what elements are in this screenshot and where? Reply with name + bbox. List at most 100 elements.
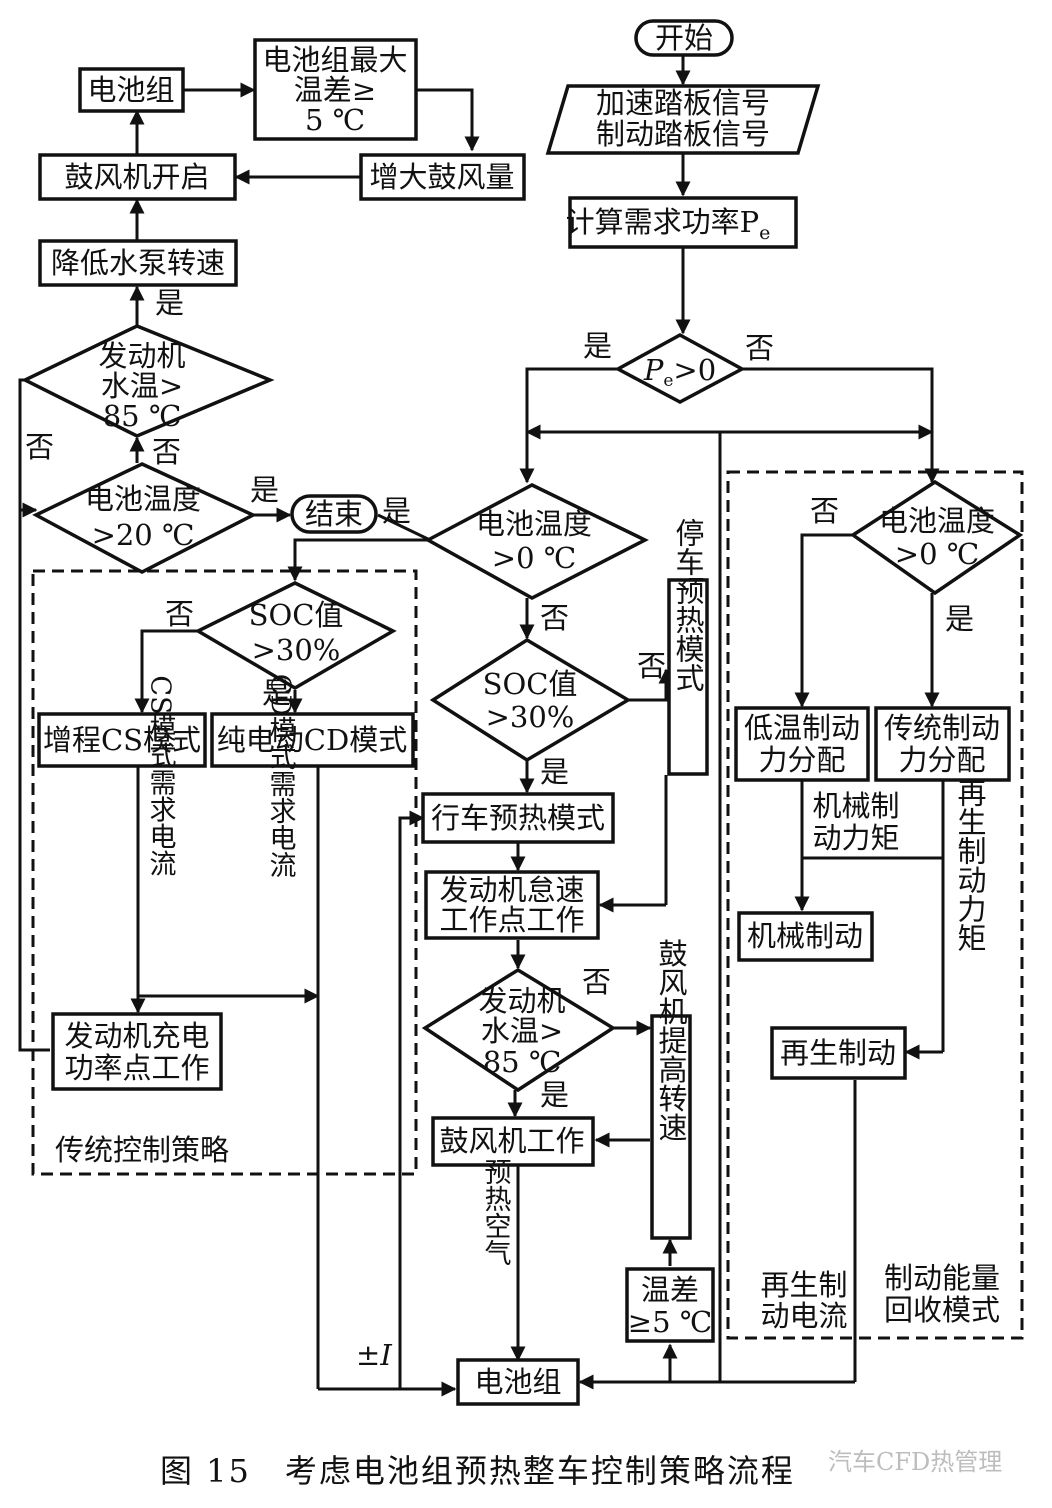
soc-left-label-1: SOC值	[249, 598, 344, 632]
blower-speed-box	[650, 1014, 692, 1240]
battery-temp-0-right-label-1: 电池温度	[879, 504, 995, 538]
trad-brake-label-2: 力分配	[898, 743, 985, 777]
driving-preheat-label: 行车预热模式	[431, 801, 605, 835]
soc-mid-yes-label: 是	[540, 755, 569, 789]
battery-pack-top-label: 电池组	[87, 73, 174, 107]
cd-mode-box	[210, 712, 415, 768]
mech-torque-label-2: 动力矩	[812, 821, 899, 855]
parking-preheat-box	[667, 578, 709, 776]
engine-water-top-label-1: 发动机	[98, 339, 185, 373]
cs-current-label: CS模式需求电流	[145, 675, 177, 876]
increase-air-box	[359, 153, 526, 201]
figure-caption: 图 15 考虑电池组预热整车控制策略流程	[160, 1452, 795, 1490]
pe-decision	[614, 333, 746, 404]
start-label: 开始	[655, 21, 713, 55]
cs-mode-label: 增程CS模式	[43, 723, 201, 757]
battery-pack-top	[78, 67, 185, 113]
max-temp-diff-label-2: 温差≥	[294, 73, 376, 107]
blower-speed-label: 鼓风机提高转速	[654, 938, 688, 1141]
battery-temp-20-label-1: 电池温度	[85, 482, 201, 516]
soc-left-decision	[194, 581, 397, 691]
watermark: 汽车CFD热管理	[828, 1448, 1002, 1476]
driving-preheat-box	[421, 792, 615, 844]
trad-brake-box	[874, 706, 1011, 782]
trad-brake-label-1: 传统制动	[884, 711, 1000, 745]
soc-left-no-label: 否	[165, 597, 194, 631]
low-temp-brake-box	[734, 706, 870, 782]
blower-work-box	[431, 1116, 595, 1167]
brake-recovery-label-1: 制动能量	[884, 1261, 1000, 1295]
max-temp-diff-label-1: 电池组最大	[262, 43, 407, 77]
soc-mid-label-2: >30%	[486, 700, 575, 734]
connectors	[18, 55, 945, 1397]
soc-mid-decision	[429, 637, 632, 763]
pedal-signal-label-2: 制动踏板信号	[596, 117, 770, 151]
start-terminal	[634, 19, 734, 57]
mech-brake-label: 机械制动	[747, 919, 863, 953]
engine-water-top-label-2: 水温>	[101, 369, 183, 403]
pedal-signal-input	[545, 84, 821, 155]
battery-temp-20-decision	[32, 462, 258, 574]
battery-temp-20-label-2: >20 ℃	[92, 518, 195, 552]
engine-water-top-label-3: 85 ℃	[103, 399, 182, 433]
pe-decision-label: Pe>0	[643, 353, 716, 391]
calc-power-box	[568, 196, 798, 249]
soc-mid-label-1: SOC值	[483, 667, 578, 701]
calc-power-label: 计算需求功率Pe	[566, 205, 771, 244]
brake-recovery-label-2: 回收模式	[884, 1293, 1000, 1327]
temp-diff-box	[625, 1267, 715, 1343]
blower-on-box	[38, 153, 237, 201]
battery-temp-0-mid-yes-label: 是	[382, 494, 411, 528]
engine-charge-label-1: 发动机充电	[64, 1019, 209, 1053]
regen-brake-box	[770, 1026, 907, 1080]
low-temp-brake-label-1: 低温制动	[744, 711, 860, 745]
engine-water-mid-label-2: 水温>	[481, 1014, 563, 1048]
pe-yes-label: 是	[583, 329, 612, 363]
low-temp-brake-label-2: 力分配	[758, 743, 845, 777]
cd-mode-label: 纯电动CD模式	[217, 723, 407, 757]
traditional-strategy-region	[31, 569, 418, 1176]
max-temp-diff-label-3: 5 ℃	[305, 103, 365, 137]
battery-temp-0-mid-label-2: >0 ℃	[492, 541, 576, 575]
engine-charge-box	[51, 1012, 223, 1091]
temp-diff-label-2: ≥5 ℃	[628, 1305, 712, 1339]
mech-torque-label-1: 机械制	[812, 789, 899, 823]
lower-pump-box	[38, 239, 238, 287]
battery-temp-0-right-yes-label: 是	[945, 602, 974, 636]
engine-water-mid-decision	[421, 967, 617, 1093]
engine-water-mid-label-3: 85 ℃	[483, 1045, 562, 1079]
engine-water-mid-yes-label: 是	[540, 1078, 569, 1112]
pedal-signal-label-1: 加速踏板信号	[596, 86, 770, 120]
pe-no-label: 否	[745, 331, 774, 365]
engine-idle-box	[424, 870, 600, 940]
engine-water-decision-top	[21, 324, 275, 438]
engine-idle-label-1: 发动机怠速	[439, 873, 584, 907]
regen-torque-label: 再生制动力矩	[953, 778, 987, 952]
battery-temp-0-right-decision	[849, 479, 1024, 596]
regen-current-label-2: 动电流	[760, 1299, 847, 1333]
traditional-strategy-label: 传统控制策略	[55, 1133, 229, 1167]
preheat-air-label: 预热空气	[480, 1158, 512, 1266]
parking-preheat-label: 停车预热模式	[671, 518, 705, 692]
engine-water-top-yes-label: 是	[155, 286, 184, 320]
cd-current-label: CD模式需求电流	[265, 674, 297, 878]
end-label: 结束	[305, 497, 363, 531]
battery-temp-20-no-label: 否	[152, 435, 181, 469]
blower-on-label: 鼓风机开启	[64, 160, 209, 194]
engine-water-mid-label-1: 发动机	[478, 984, 565, 1018]
soc-left-yes-label: 是	[262, 676, 291, 710]
battery-temp-20-yes-label: 是	[250, 473, 279, 507]
lower-pump-label: 降低水泵转速	[51, 246, 225, 280]
battery-temp-0-mid-decision	[424, 483, 649, 600]
soc-left-label-2: >30%	[252, 633, 341, 667]
battery-temp-0-mid-no-label: 否	[540, 601, 569, 635]
engine-charge-label-2: 功率点工作	[64, 1051, 209, 1085]
end-terminal	[290, 494, 378, 534]
battery-pack-bottom-label: 电池组	[474, 1365, 561, 1399]
battery-temp-0-right-no-label: 否	[810, 494, 839, 528]
engine-idle-label-2: 工作点工作	[439, 903, 584, 937]
increase-air-label: 增大鼓风量	[369, 160, 514, 194]
mech-brake-box	[737, 911, 874, 962]
battery-pack-bottom	[456, 1358, 580, 1406]
